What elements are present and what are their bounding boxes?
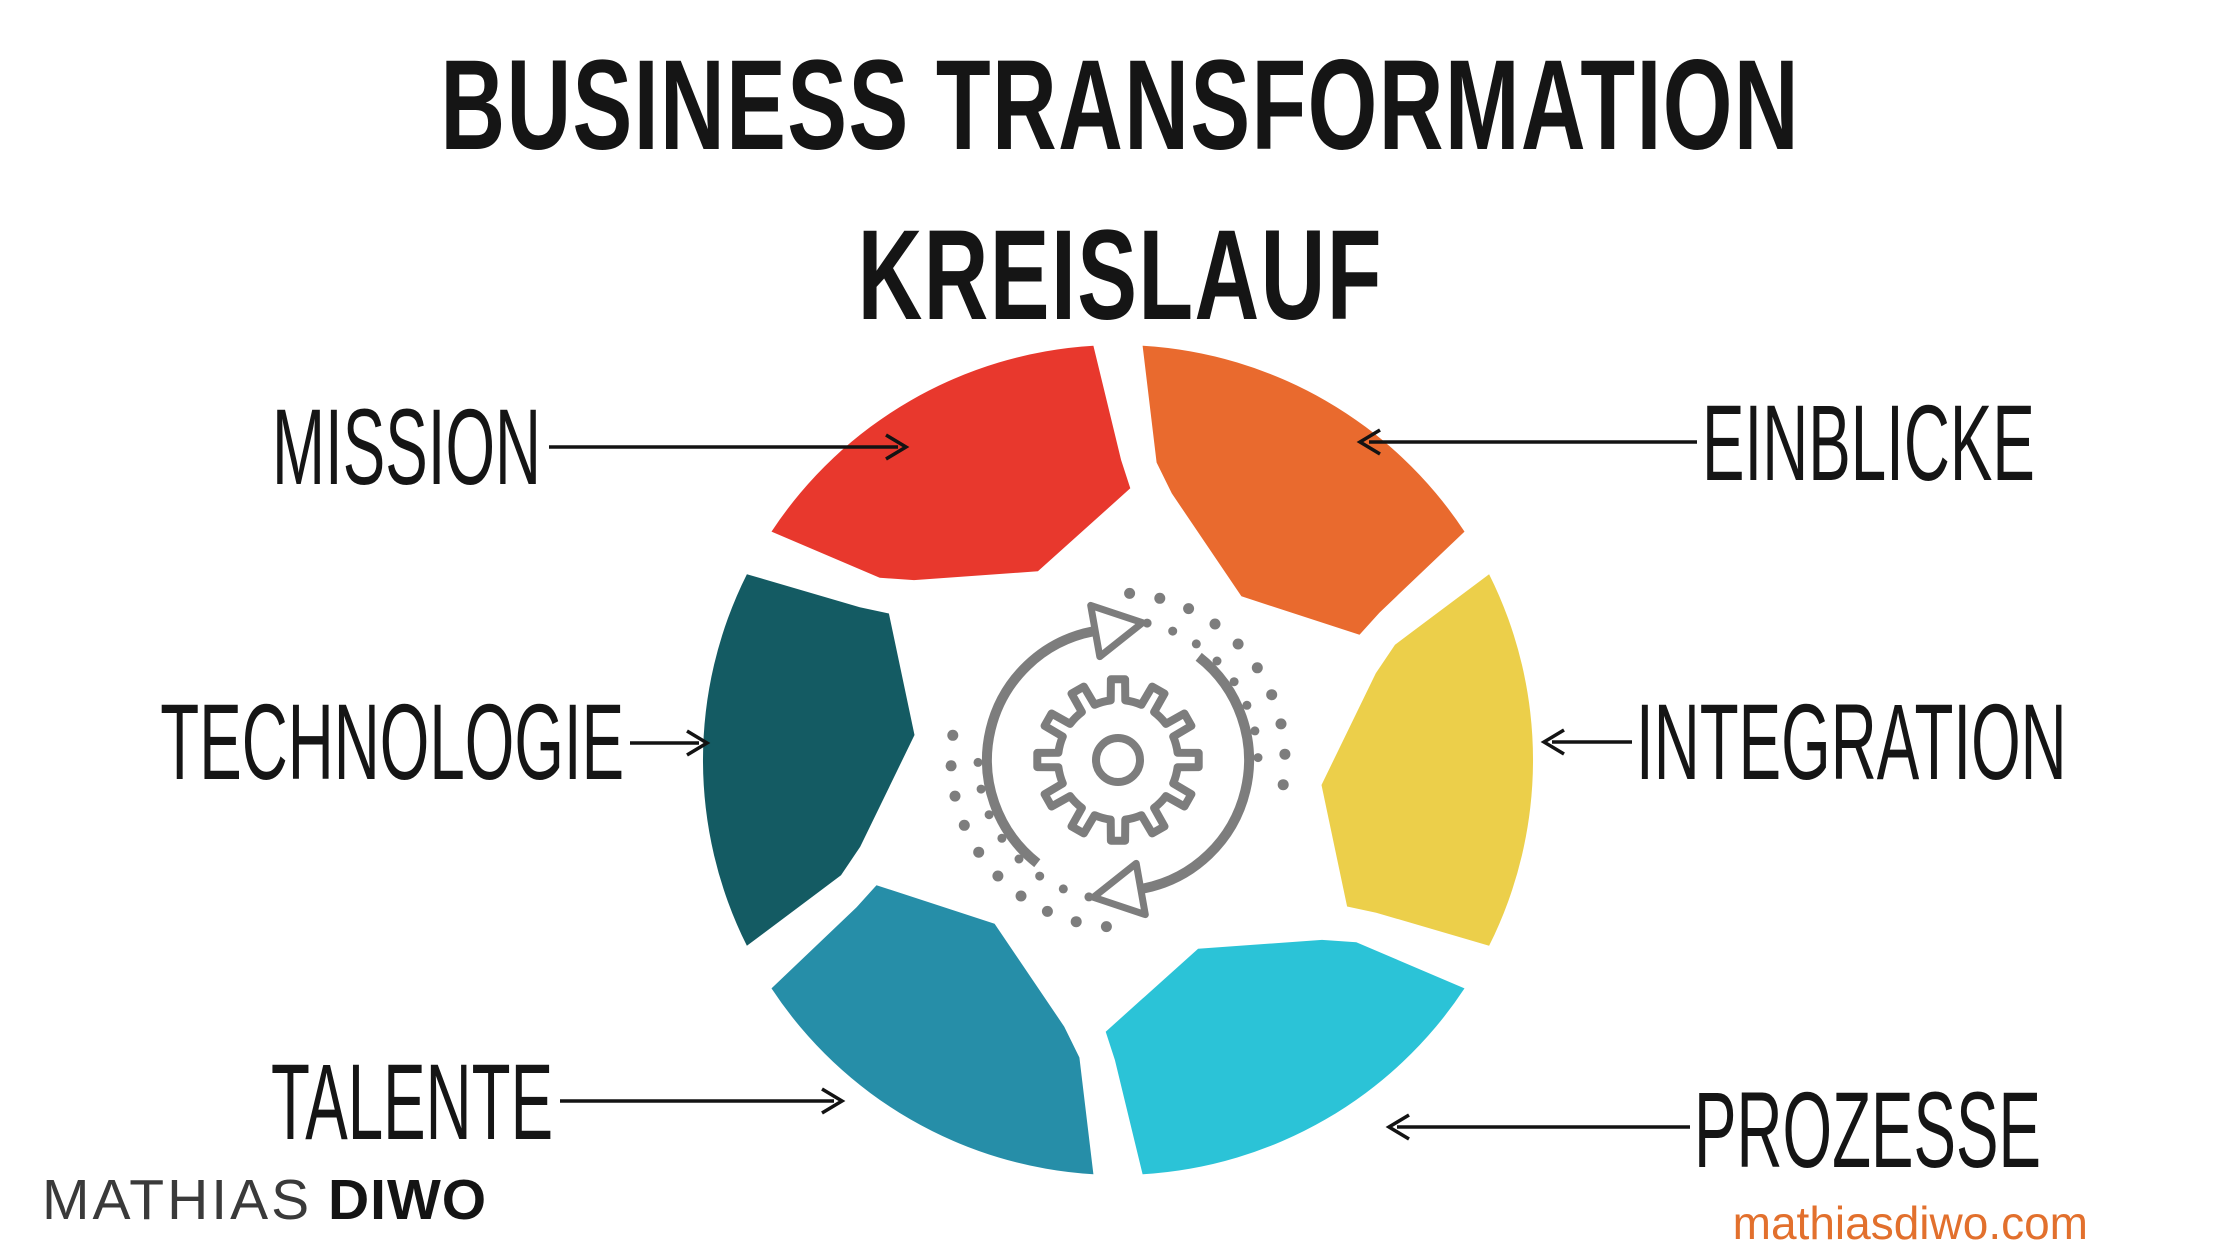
cycle-dot <box>1041 905 1053 917</box>
cycle-dot <box>1253 753 1263 763</box>
cycle-dot <box>1242 700 1252 710</box>
cycle-dot <box>1266 689 1278 701</box>
label-integration: INTEGRATION <box>1636 681 2067 802</box>
page-title-line-2: KREISLAUF <box>857 204 1383 347</box>
cycle-dot <box>992 870 1004 882</box>
cycle-arc-left <box>982 626 1094 868</box>
cycle-dot <box>1035 871 1045 881</box>
gear-hub <box>1092 734 1144 786</box>
cycle-dot <box>1014 854 1024 864</box>
cycle-dot <box>1154 592 1166 604</box>
einblicke-arrow <box>1356 428 1697 456</box>
cycle-dot <box>1124 587 1136 599</box>
integration-arrow <box>1540 728 1632 756</box>
cycle-dot <box>1250 726 1260 736</box>
wheel-segment-prozesse <box>1105 939 1465 1175</box>
wheel-segment-integration <box>1321 574 1534 946</box>
prozesse-arrow <box>1385 1113 1690 1141</box>
cycle-arrowhead-bottom <box>1090 859 1149 919</box>
page-title-line-1: BUSINESS TRANSFORMATION <box>440 34 1800 177</box>
mission-arrow <box>549 433 910 461</box>
cycle-dot <box>958 819 970 831</box>
cycle-dot <box>1251 662 1263 674</box>
label-prozesse: PROZESSE <box>1694 1069 2042 1190</box>
cycle-dot <box>984 810 994 820</box>
wheel-segment-technologie <box>702 574 915 946</box>
cycle-dot <box>1279 748 1291 760</box>
cycle-dot <box>1212 656 1222 666</box>
cycle-dot <box>1275 718 1287 730</box>
label-talente: TALENTE <box>270 1041 553 1162</box>
cycle-dot <box>949 790 961 802</box>
cycle-dot <box>1277 779 1289 791</box>
brand-logo: MATHIAS DIWO <box>42 1172 487 1229</box>
cycle-dot <box>1191 639 1201 649</box>
gear-cycle-arrows-icon <box>945 587 1291 933</box>
cycle-dot <box>976 784 986 794</box>
label-einblicke: EINBLICKE <box>1702 382 2035 503</box>
cycle-dot <box>1183 603 1195 615</box>
cycle-dot <box>1209 618 1221 630</box>
wheel-segment-mission <box>771 345 1131 581</box>
cycle-dot <box>1058 884 1068 894</box>
label-technologie: TECHNOLOGIE <box>160 681 624 802</box>
cycle-dot <box>973 757 983 767</box>
cycle-dot <box>1015 890 1027 902</box>
cycle-dot <box>945 760 957 772</box>
wheel-segment-talente <box>771 885 1094 1175</box>
cycle-arrowhead-top <box>1087 601 1146 661</box>
cycle-dot <box>947 729 959 741</box>
cycle-dot <box>1100 921 1112 933</box>
website-link: mathiasdiwo.com <box>1732 1197 2088 1249</box>
label-mission: MISSION <box>271 386 541 507</box>
talente-arrow <box>560 1087 846 1115</box>
wheel-segment-einblicke <box>1142 345 1465 635</box>
brand-first-name: MATHIAS <box>42 1168 313 1232</box>
cycle-dot <box>1168 626 1178 636</box>
cycle-arc-right <box>1142 652 1254 894</box>
brand-last-name: DIWO <box>327 1168 488 1232</box>
cycle-dot <box>1070 916 1082 928</box>
cycle-dot <box>973 846 985 858</box>
cycle-dot <box>1229 677 1239 687</box>
cycle-dot <box>997 833 1007 843</box>
cycle-dot <box>1232 638 1244 650</box>
technologie-arrow <box>630 729 711 757</box>
